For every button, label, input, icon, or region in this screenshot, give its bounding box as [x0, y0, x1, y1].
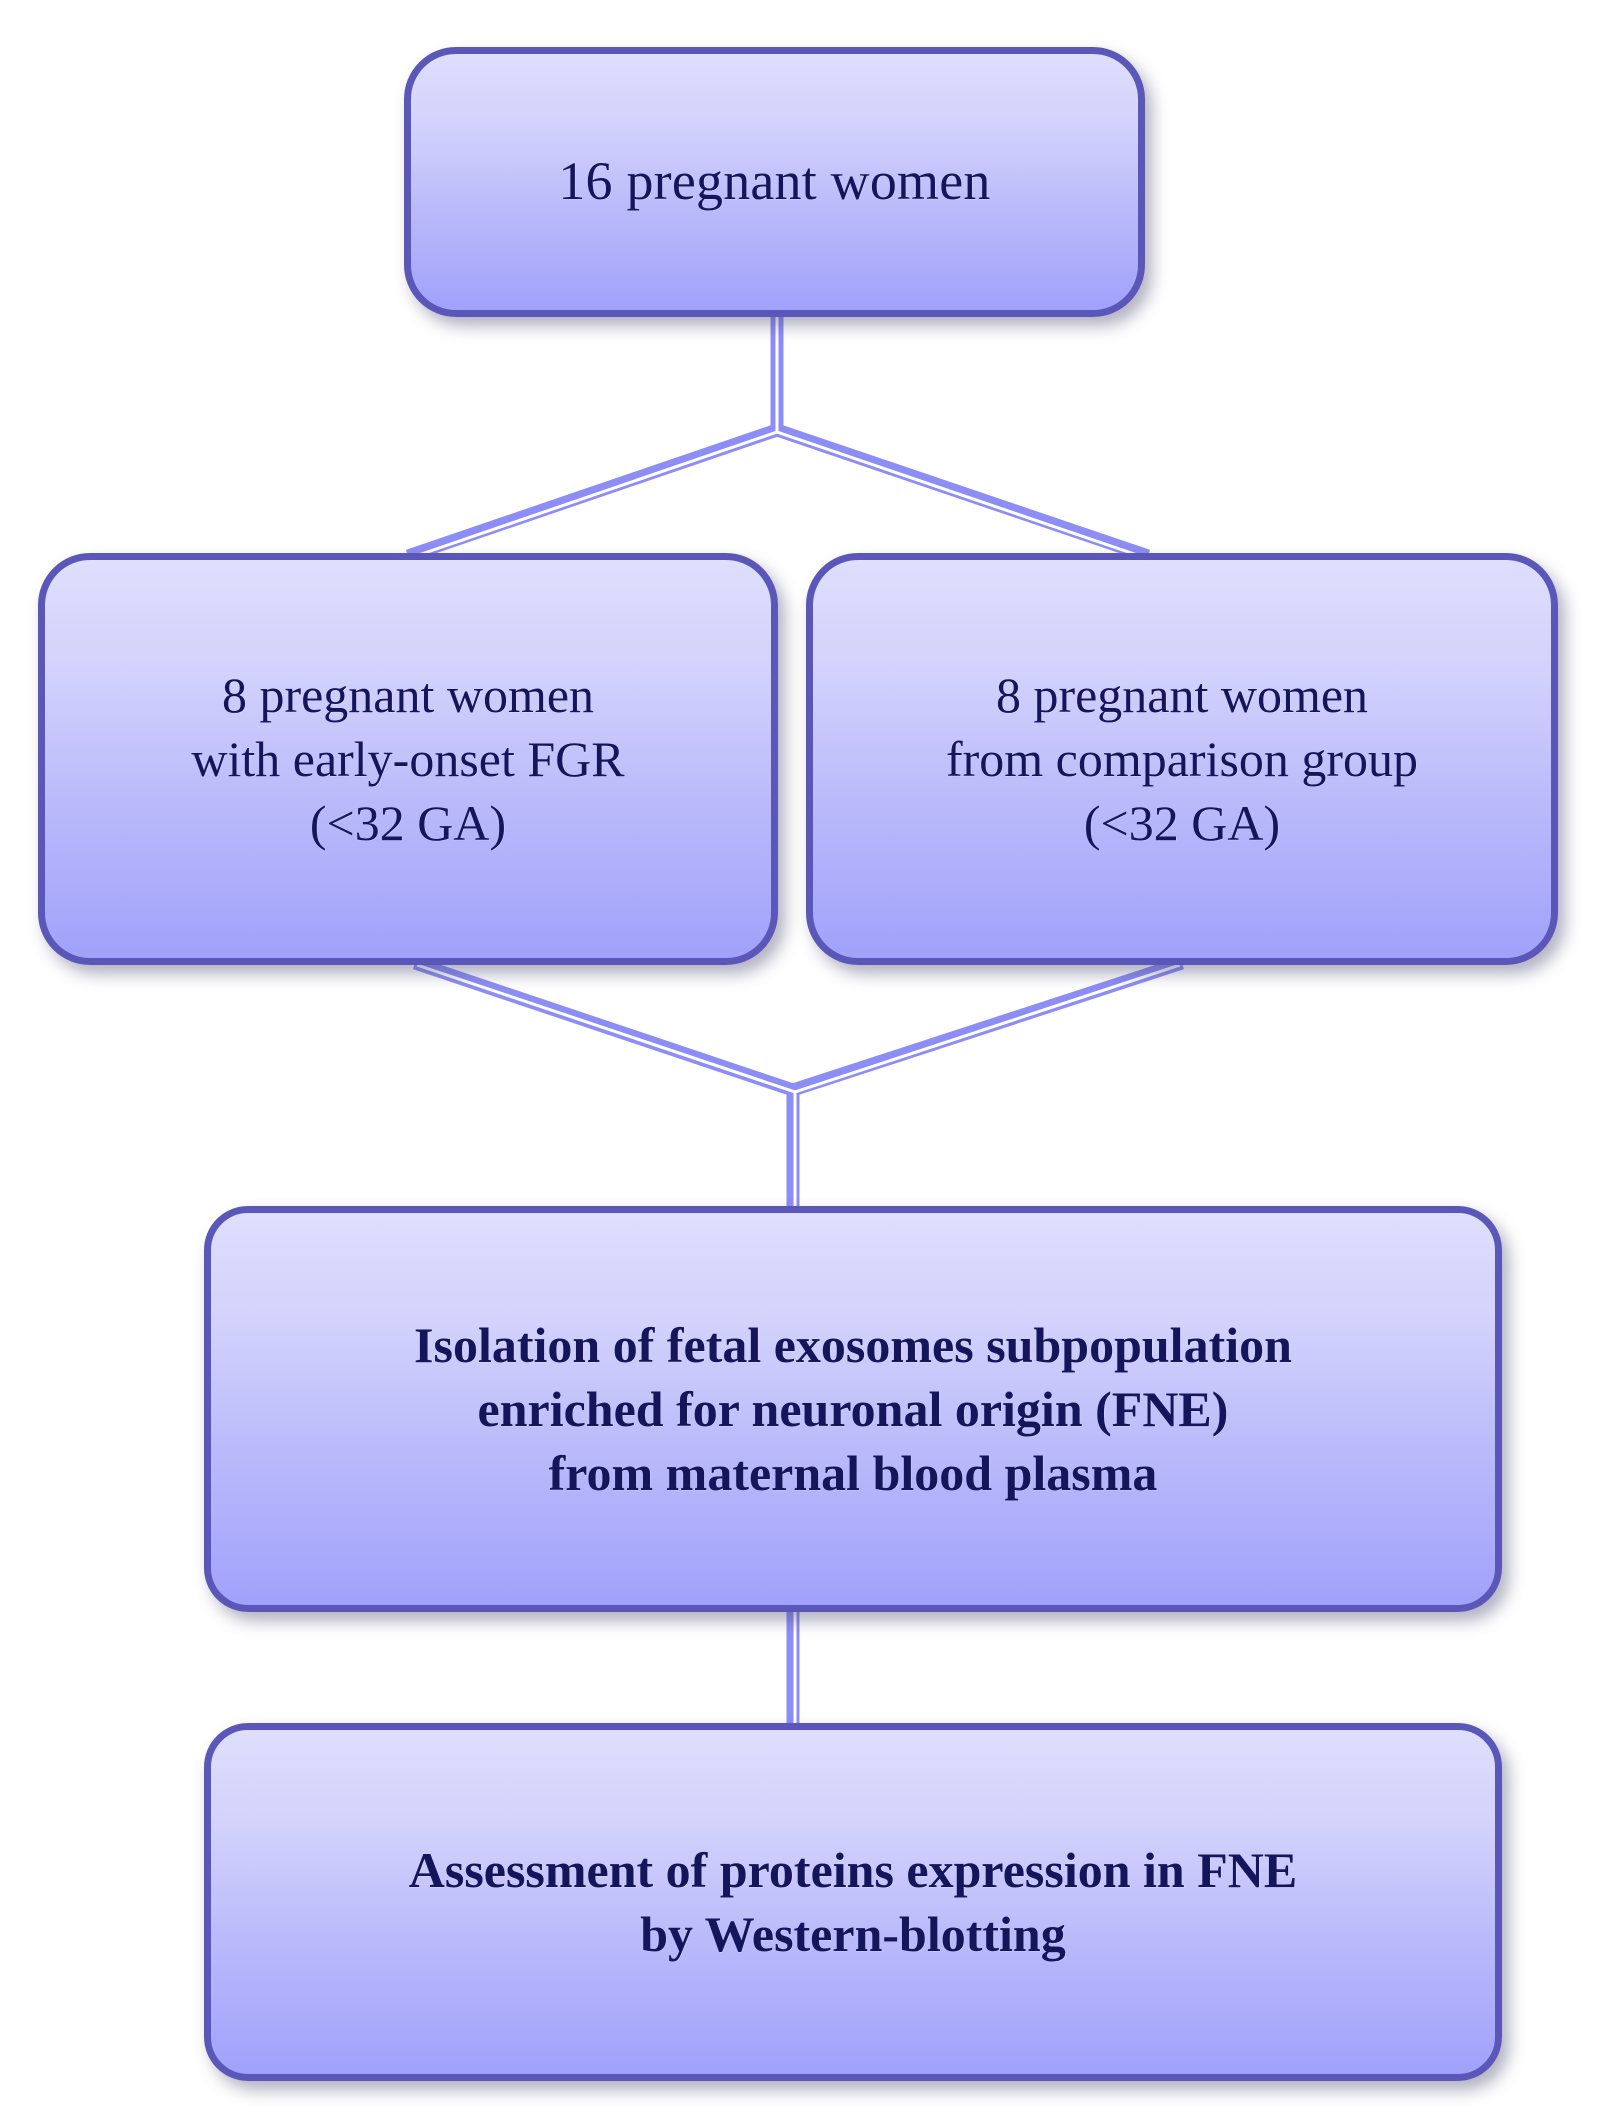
node-total-cohort-label: 16 pregnant women	[558, 151, 991, 212]
node-comparison-group[interactable]: 8 pregnant women from comparison group (…	[806, 553, 1558, 965]
node-total-cohort[interactable]: 16 pregnant women	[404, 47, 1145, 317]
connector-merge-middle	[412, 956, 1185, 1209]
connector-straight-bottom	[786, 1610, 800, 1728]
node-fgr-group-label: 8 pregnant women with early-onset FGR (<…	[191, 667, 625, 851]
connector-split-top	[405, 317, 1151, 563]
node-protein-assessment-label: Assessment of proteins expression in FNE…	[408, 1842, 1298, 1962]
node-exosome-isolation-label: Isolation of fetal exosomes subpopulatio…	[414, 1317, 1292, 1501]
node-exosome-isolation[interactable]: Isolation of fetal exosomes subpopulatio…	[204, 1206, 1502, 1612]
node-fgr-group[interactable]: 8 pregnant women with early-onset FGR (<…	[38, 553, 778, 965]
node-protein-assessment[interactable]: Assessment of proteins expression in FNE…	[204, 1723, 1502, 2081]
node-comparison-group-label: 8 pregnant women from comparison group (…	[945, 667, 1419, 851]
